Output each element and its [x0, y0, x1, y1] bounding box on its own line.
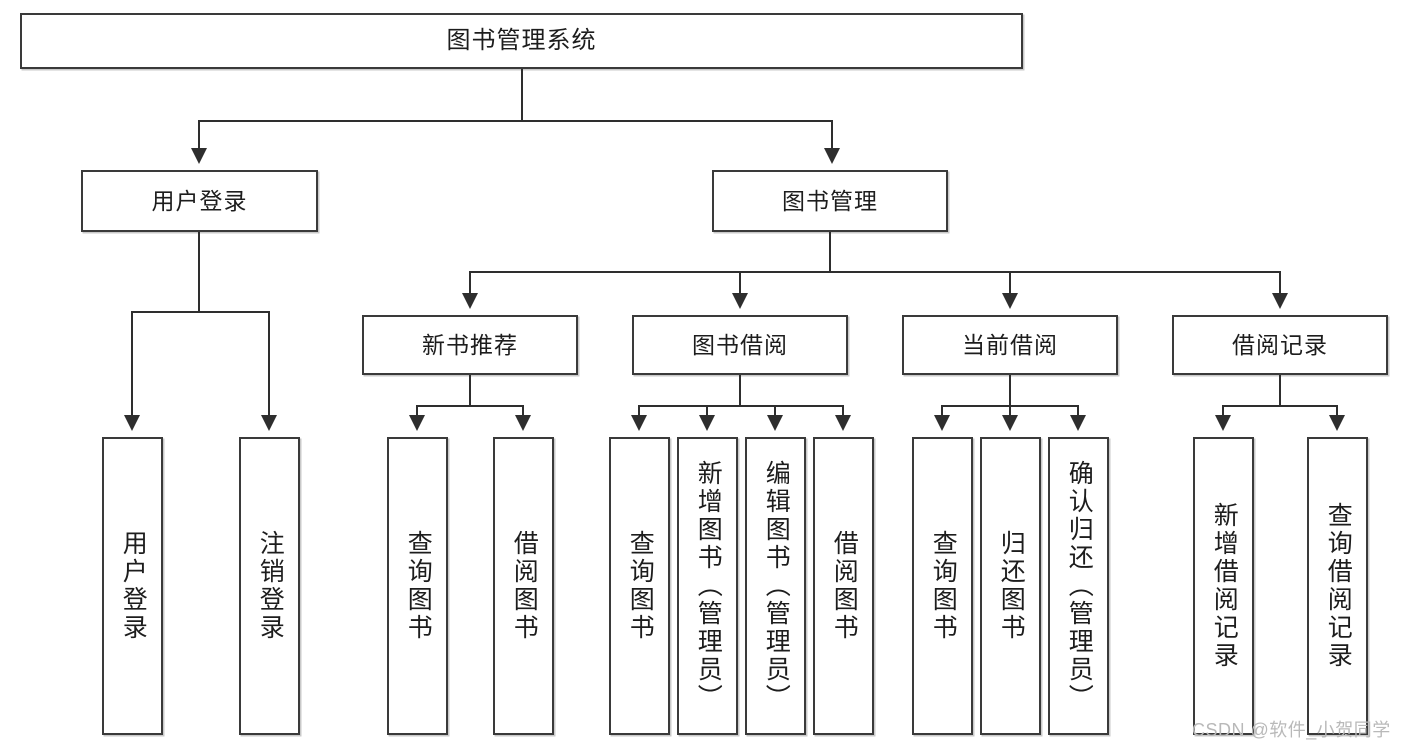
- connector-br-leaf1: [1222, 405, 1224, 417]
- arrowhead-book-manage: [824, 148, 840, 164]
- node-label: 编辑图书（管理员）: [762, 460, 791, 712]
- arrowhead-cb-leaf1: [934, 415, 950, 431]
- node-label: 用户登录: [151, 187, 248, 214]
- node-label: 借阅图书: [830, 530, 859, 642]
- arrowhead-bb-leaf2: [699, 415, 715, 431]
- node-book-management[interactable]: 图书管理: [712, 170, 948, 232]
- leaf-nb-borrow-book[interactable]: 借阅图书: [493, 437, 554, 735]
- node-label: 用户登录: [119, 530, 148, 642]
- node-label: 图书借阅: [692, 331, 788, 358]
- connector-bb-leaf1: [638, 405, 640, 417]
- leaf-cb-return-book[interactable]: 归还图书: [980, 437, 1041, 735]
- connector-user-login-leaf2: [268, 311, 270, 417]
- arrowhead-current-borrow: [1002, 293, 1018, 309]
- node-label: 查询图书: [929, 530, 958, 642]
- node-user-login[interactable]: 用户登录: [81, 170, 318, 232]
- arrowhead-borrow-record: [1272, 293, 1288, 309]
- connector-level2-bus: [198, 120, 833, 122]
- connector-user-login-trunk: [198, 232, 200, 312]
- connector-new-book-trunk: [469, 375, 471, 406]
- connector-bb-leaf2: [706, 405, 708, 417]
- node-label: 查询借阅记录: [1324, 502, 1353, 670]
- arrowhead-bb-leaf4: [835, 415, 851, 431]
- node-new-book-recommend[interactable]: 新书推荐: [362, 315, 578, 375]
- arrowhead-nb-leaf2: [515, 415, 531, 431]
- connector-book-manage-trunk: [829, 232, 831, 272]
- connector-borrow-record-trunk: [1279, 375, 1281, 406]
- connector-level3-bus: [469, 271, 1281, 273]
- connector-book-borrow-trunk: [739, 375, 741, 406]
- leaf-bb-add-book[interactable]: 新增图书（管理员）: [677, 437, 738, 735]
- connector-to-current-borrow: [1009, 271, 1011, 295]
- leaf-cb-query-book[interactable]: 查询图书: [912, 437, 973, 735]
- connector-to-new-book: [469, 271, 471, 295]
- node-label: 注销登录: [256, 530, 285, 642]
- arrowhead-bb-leaf1: [631, 415, 647, 431]
- arrowhead-book-borrow: [732, 293, 748, 309]
- node-label: 新增图书（管理员）: [694, 460, 723, 712]
- watermark-text: CSDN @软件_小贺同学: [1192, 720, 1391, 740]
- node-label: 归还图书: [997, 530, 1026, 642]
- node-label: 查询图书: [626, 530, 655, 642]
- leaf-user-login[interactable]: 用户登录: [102, 437, 163, 735]
- node-label: 图书管理: [782, 187, 878, 214]
- arrowhead-new-book: [462, 293, 478, 309]
- connector-to-book-manage: [831, 120, 833, 150]
- connector-to-user-login: [198, 120, 200, 150]
- node-label: 借阅图书: [510, 530, 539, 642]
- leaf-br-query-record[interactable]: 查询借阅记录: [1307, 437, 1368, 735]
- connector-cb-leaf1: [941, 405, 943, 417]
- connector-to-book-borrow: [739, 271, 741, 295]
- connector-new-book-leaf1: [416, 405, 418, 417]
- arrowhead-user-login: [191, 148, 207, 164]
- connector-book-borrow-bus: [638, 405, 843, 407]
- leaf-nb-query-book[interactable]: 查询图书: [387, 437, 448, 735]
- connector-borrow-record-bus: [1222, 405, 1337, 407]
- connector-new-book-bus: [416, 405, 523, 407]
- connector-current-borrow-trunk: [1009, 375, 1011, 406]
- connector-cb-leaf3: [1077, 405, 1079, 417]
- node-current-borrow[interactable]: 当前借阅: [902, 315, 1118, 375]
- leaf-cb-confirm-return[interactable]: 确认归还（管理员）: [1048, 437, 1109, 735]
- connector-cb-leaf2: [1009, 405, 1011, 417]
- leaf-bb-edit-book[interactable]: 编辑图书（管理员）: [745, 437, 806, 735]
- arrowhead-leaf-user-login: [124, 415, 140, 431]
- node-label: 新增借阅记录: [1210, 502, 1239, 670]
- connector-to-borrow-record: [1279, 271, 1281, 295]
- connector-bb-leaf3: [774, 405, 776, 417]
- node-label: 借阅记录: [1232, 331, 1328, 358]
- node-label: 图书管理系统: [446, 27, 597, 55]
- arrowhead-bb-leaf3: [767, 415, 783, 431]
- arrowhead-br-leaf1: [1215, 415, 1231, 431]
- arrowhead-cb-leaf2: [1002, 415, 1018, 431]
- leaf-logout[interactable]: 注销登录: [239, 437, 300, 735]
- node-root-system[interactable]: 图书管理系统: [20, 13, 1023, 69]
- connector-user-login-bus: [131, 311, 268, 313]
- connector-br-leaf2: [1336, 405, 1338, 417]
- node-label: 当前借阅: [962, 331, 1058, 358]
- leaf-bb-borrow-book[interactable]: 借阅图书: [813, 437, 874, 735]
- connector-root-trunk: [521, 69, 523, 121]
- arrowhead-nb-leaf1: [409, 415, 425, 431]
- leaf-br-add-record[interactable]: 新增借阅记录: [1193, 437, 1254, 735]
- arrowhead-br-leaf2: [1329, 415, 1345, 431]
- node-label: 新书推荐: [422, 331, 518, 358]
- arrowhead-cb-leaf3: [1070, 415, 1086, 431]
- leaf-bb-query-book[interactable]: 查询图书: [609, 437, 670, 735]
- node-label: 查询图书: [404, 530, 433, 642]
- connector-user-login-leaf1: [131, 311, 133, 417]
- connector-bb-leaf4: [842, 405, 844, 417]
- node-book-borrow[interactable]: 图书借阅: [632, 315, 848, 375]
- connector-new-book-leaf2: [522, 405, 524, 417]
- node-label: 确认归还（管理员）: [1065, 460, 1094, 712]
- arrowhead-leaf-logout: [261, 415, 277, 431]
- node-borrow-record[interactable]: 借阅记录: [1172, 315, 1388, 375]
